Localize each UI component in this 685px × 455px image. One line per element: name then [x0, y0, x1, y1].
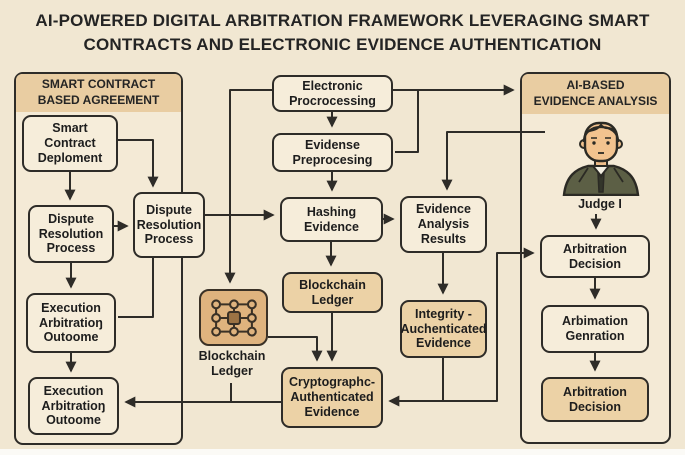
node-cryptographic-authenticated-evidence: Cryptographc- Authenticated Evidence: [281, 367, 383, 428]
node-label: Dispute Resolution Process: [136, 202, 202, 247]
node-execution-arbitration-outcome-bottom: Execution Arbitratioŋ Outoome: [28, 377, 119, 435]
node-arbimation-genration: Arbimation Genration: [541, 305, 649, 353]
node-label: Evidence Analysis Results: [416, 202, 471, 246]
node-blockchain-ledger: Blockchain Ledger: [282, 272, 383, 313]
judge-label: Judge I: [578, 197, 622, 211]
node-smart-contract-deployment: Smart Contract Deploment: [22, 115, 118, 172]
blockchain-ledger-icon-label: Blockchain Ledger: [198, 349, 266, 378]
node-hashing-evidence: Hashing Evidence: [280, 197, 383, 242]
node-label: Smart Contract Deploment: [37, 121, 103, 165]
node-label: Arbimation Genration: [562, 314, 628, 343]
node-label: Integrity - Auchenticated Evidence: [400, 306, 487, 351]
node-label: Dispute Resolution Process: [38, 211, 104, 256]
blockchain-ledger-icon: [199, 289, 268, 346]
judge-avatar-icon: [557, 116, 645, 197]
ai-evidence-panel-header: AI-BASED EVIDENCE ANALYSIS: [522, 74, 669, 114]
node-evidence-preprocessing: Evidense Preprocesing: [272, 133, 393, 172]
node-execution-arbitration-outcome-top: Execution Arbitratioŋ Outoome: [26, 293, 116, 353]
blockchain-network-glyph: [210, 298, 257, 337]
judge-figure-glyph: [562, 121, 640, 197]
node-dispute-resolution-left: Dispute Resolution Process: [28, 205, 114, 263]
node-label: Execution Arbitratioŋ Outoome: [41, 383, 106, 428]
node-label: Evidense Preprocesing: [292, 137, 373, 167]
node-evidence-analysis-results: Evidence Analysis Results: [400, 196, 487, 253]
bottom-edge: [0, 449, 685, 455]
node-label: Cryptographc- Authenticated Evidence: [288, 375, 376, 419]
node-arbitration-decision-top: Arbitration Decision: [540, 235, 650, 278]
node-label: Arbitration Decision: [563, 384, 627, 414]
node-arbitration-decision-bottom: Arbitration Decision: [541, 377, 649, 422]
node-dispute-resolution-right: Dispute Resolution Process: [133, 192, 205, 258]
diagram-title: AI-POWERED DIGITAL ARBITRATION FRAMEWORK…: [35, 11, 650, 54]
node-integrity-authenticated-evidence: Integrity - Auchenticated Evidence: [400, 300, 487, 358]
node-label: Arbitration Decision: [563, 241, 627, 271]
smart-contract-panel-header: SMART CONTRACT BASED AGREEMENT: [16, 74, 181, 112]
node-label: Execution Arbitratioŋ Outoome: [39, 300, 103, 345]
node-electronic-processing: Electronic Procrocessing: [272, 75, 393, 112]
node-label: Electronic Procrocessing: [289, 78, 376, 108]
node-label: Blockchain Ledger: [299, 277, 366, 307]
node-label: Hashing Evidence: [304, 204, 359, 234]
